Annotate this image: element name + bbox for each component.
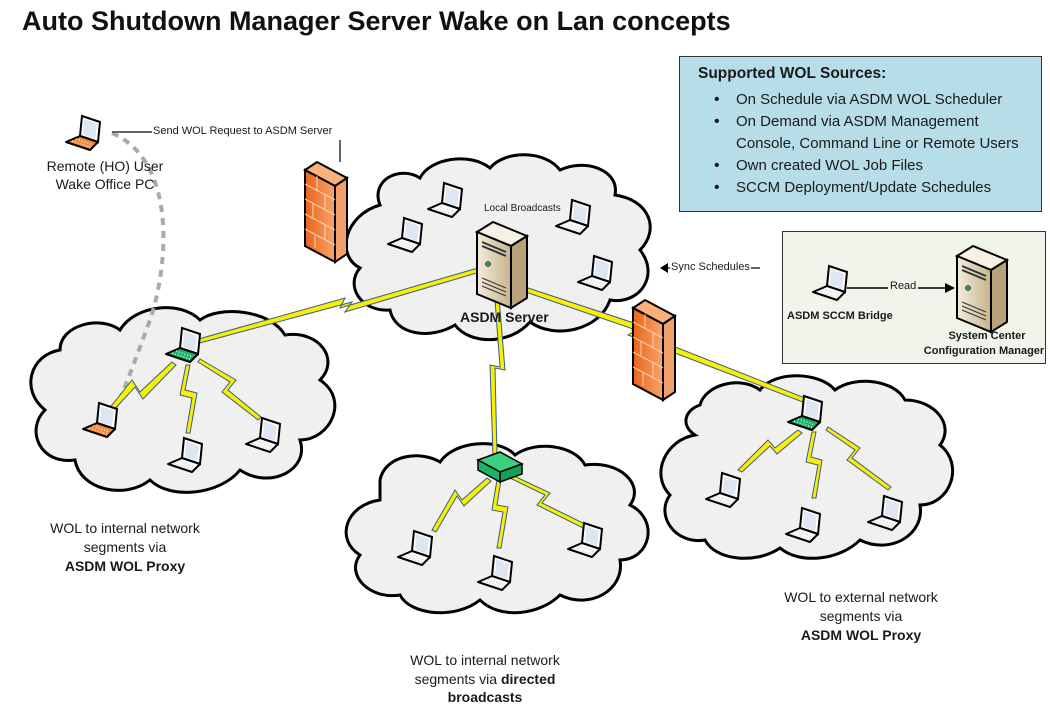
info-box-heading: Supported WOL Sources: xyxy=(698,65,887,82)
list-item-text: Console, Command Line or Remote Users xyxy=(736,135,1019,152)
remote-user-label-2: Wake Office PC xyxy=(55,176,155,192)
wol-sources-list: On Schedule via ASDM WOL Scheduler On De… xyxy=(692,89,1029,199)
left-caption-3: ASDM WOL Proxy xyxy=(64,558,186,574)
send-wol-request-label: Send WOL Request to ASDM Server xyxy=(153,125,333,137)
list-item-continuation: Console, Command Line or Remote Users xyxy=(714,133,1029,155)
list-item: On Demand via ASDM Management xyxy=(714,111,1029,133)
list-item: On Schedule via ASDM WOL Scheduler xyxy=(714,89,1029,111)
left-caption-1: WOL to internal network xyxy=(50,520,200,536)
sccm-server-label-1: System Center xyxy=(948,330,1026,342)
left-caption-2: segments via xyxy=(83,539,167,555)
sccm-bridge-label: ASDM SCCM Bridge xyxy=(787,310,893,322)
middle-caption-1: WOL to internal network xyxy=(410,652,560,668)
middle-caption-2b: directed xyxy=(500,671,556,687)
middle-cloud xyxy=(344,442,650,615)
middle-caption-2: segments via directed xyxy=(400,671,570,687)
sync-schedules-label: Sync Schedules xyxy=(670,261,751,273)
sccm-bridge-laptop-icon xyxy=(812,265,848,301)
middle-caption-3: broadcasts xyxy=(447,689,523,705)
asdm-server-icon xyxy=(476,221,528,309)
local-broadcasts-label: Local Broadcasts xyxy=(484,203,561,214)
sccm-server-icon xyxy=(956,245,1008,333)
right-caption-3: ASDM WOL Proxy xyxy=(800,627,922,643)
sccm-panel-graphics xyxy=(812,245,1008,333)
right-caption-2: segments via xyxy=(819,608,903,624)
middle-caption-2a: segments via xyxy=(414,671,501,687)
remote-wake-path xyxy=(110,131,166,416)
remote-laptop-icon xyxy=(65,115,101,151)
remote-user-label-1: Remote (HO) User xyxy=(46,158,164,174)
page-title: Auto Shutdown Manager Server Wake on Lan… xyxy=(22,6,731,36)
firewall-icon-top xyxy=(304,161,348,263)
sccm-panel: ASDM SCCM Bridge Read System Center Conf… xyxy=(782,231,1046,364)
router-icon xyxy=(476,451,524,484)
read-label: Read xyxy=(888,280,919,292)
firewall-icon-right xyxy=(632,299,676,401)
supported-wol-sources-box: Supported WOL Sources: On Schedule via A… xyxy=(679,56,1042,212)
sccm-server-label-2: Configuration Manager xyxy=(923,345,1045,357)
right-caption-1: WOL to external network xyxy=(784,589,938,605)
list-item: Own created WOL Job Files xyxy=(714,155,1029,177)
list-item: SCCM Deployment/Update Schedules xyxy=(714,177,1029,199)
asdm-server-label: ASDM Server xyxy=(460,309,549,325)
right-cloud-links xyxy=(737,426,892,499)
right-cloud xyxy=(659,374,955,560)
